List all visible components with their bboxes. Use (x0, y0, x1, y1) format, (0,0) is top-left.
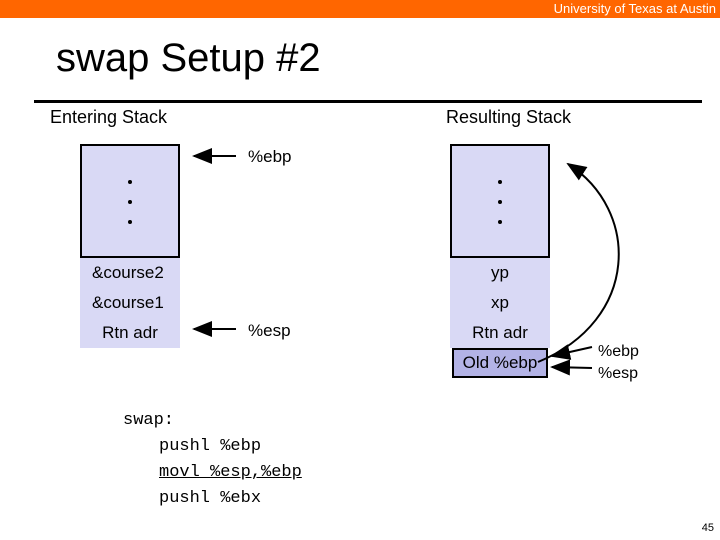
ellipsis-dot (498, 200, 502, 204)
resulting-stack-cell-xp: xp (450, 288, 550, 318)
resulting-stack-cell-yp: yp (450, 258, 550, 288)
new-esp-arrow-icon (550, 359, 593, 376)
title-divider (34, 100, 702, 103)
ellipsis-dot (128, 220, 132, 224)
code-line: pushl %ebx (159, 489, 262, 508)
institution-name: University of Texas at Austin (553, 1, 716, 16)
resulting-ebp-label: %ebp (598, 343, 639, 360)
entering-stack-cell-course1: &course1 (80, 288, 180, 318)
entering-ebp-label: %ebp (248, 147, 292, 166)
entering-esp-label: %esp (248, 321, 291, 340)
resulting-stack-cell-old-ebp: Old %ebp (452, 348, 548, 378)
ellipsis-dot (128, 200, 132, 204)
header-bar: University of Texas at Austin (0, 0, 720, 18)
resulting-stack-heading: Resulting Stack (446, 107, 572, 127)
ellipsis-dot (498, 180, 502, 184)
new-ebp-arrow-icon (550, 344, 593, 360)
entering-stack-cell-rtn-adr: Rtn adr (80, 318, 180, 348)
resulting-esp-label: %esp (598, 365, 639, 382)
code-line: pushl %ebp (159, 437, 262, 456)
entering-stack-cell-course2: &course2 (80, 258, 180, 288)
resulting-stack-upper (450, 144, 550, 258)
ellipsis-dot (498, 220, 502, 224)
saved-ebp-link-arrow-icon (537, 162, 620, 363)
slide-title: swap Setup #2 (56, 36, 321, 80)
code-line: movl %esp,%ebp (159, 463, 302, 482)
ellipsis-dot (128, 180, 132, 184)
code-label: swap: (123, 411, 175, 430)
assembly-code-block: swap: pushl %ebp movl %esp,%ebp pushl %e… (123, 408, 302, 512)
page-number: 45 (701, 522, 714, 534)
entering-stack-upper (80, 144, 180, 258)
entering-stack-heading: Entering Stack (50, 107, 168, 127)
resulting-stack-cell-rtn-adr: Rtn adr (450, 318, 550, 348)
